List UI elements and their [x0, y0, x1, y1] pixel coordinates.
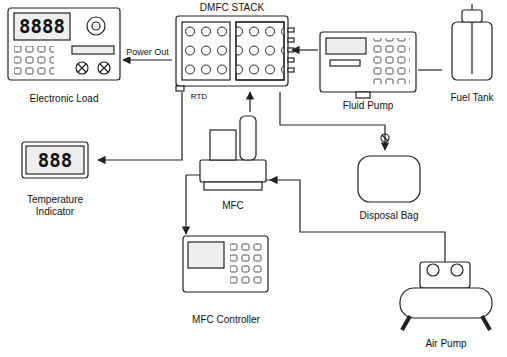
- dmfc-stack-drawing-part: [236, 22, 284, 80]
- flow-connector: [249, 92, 250, 112]
- air-pump: Air Pump: [392, 248, 500, 350]
- mfc-drawing-part: [210, 130, 236, 160]
- fuel-tank: Fuel Tank: [442, 2, 502, 104]
- temperature-indicator-drawing-part: [26, 146, 84, 174]
- mfc-drawing-part: [204, 182, 262, 190]
- fluid-pump-drawing-part: [372, 38, 410, 84]
- sensor-label: RTD: [191, 93, 207, 101]
- air-pump-drawing-part: [420, 262, 470, 288]
- mfc-controller-drawing-part: [183, 236, 268, 292]
- mfc-controller-drawing: [183, 236, 268, 292]
- electronic-load-drawing-part: [78, 64, 108, 72]
- fluid-pump-drawing-part: [320, 32, 416, 92]
- edge-label-box: Power Out: [125, 47, 170, 58]
- display-digits-box: 8888: [14, 13, 70, 40]
- edge-label: Power Out: [125, 47, 170, 57]
- mfc-drawing-part: [240, 116, 256, 160]
- sensor-label-box: RTD: [187, 92, 211, 102]
- electronic-load-drawing-part: [72, 46, 114, 54]
- display-digits-box: 888: [26, 146, 84, 174]
- fluid-pump-drawing: [320, 32, 416, 98]
- device-label: Temperature Indicator: [12, 194, 98, 218]
- device-label: MFC: [220, 200, 246, 212]
- device-label: Electronic Load: [28, 93, 101, 105]
- mfc-drawing-part: [200, 160, 266, 182]
- electronic-load-drawing-part: [92, 22, 100, 30]
- dmfc-stack-drawing-part: [176, 16, 288, 86]
- mfc-controller-drawing-part: [188, 242, 224, 268]
- dmfc-stack-drawing-part: [288, 68, 294, 72]
- dmfc-stack-drawing-part: [288, 58, 294, 62]
- dmfc-stack-drawing-part: [176, 86, 184, 91]
- flow-connector: [123, 59, 172, 60]
- display-digits: 8888: [19, 17, 65, 36]
- dmfc-stack-drawing-part: [182, 22, 230, 80]
- temperature-indicator-drawing: [22, 142, 88, 178]
- electronic-load-drawing-part: [14, 13, 70, 40]
- device-label: Air Pump: [423, 338, 468, 350]
- fuel-tank-drawing-part: [462, 10, 482, 22]
- dmfc-stack-drawing: [176, 16, 294, 91]
- fuel-tank-drawing-part: [471, 4, 472, 74]
- device-label: Fluid Pump: [341, 100, 396, 112]
- fluid-pump-drawing-part: [356, 92, 370, 98]
- fluid-pump-drawing-part: [330, 60, 360, 66]
- fuel-tank-drawing: [452, 4, 492, 80]
- dmfc-stack-drawing-part: [288, 28, 294, 32]
- mfc-controller-drawing-part: [230, 242, 264, 286]
- mass-flow-controller: MFC: [196, 112, 270, 212]
- display-digits: 888: [38, 151, 72, 170]
- flow-connector: [186, 175, 196, 234]
- mfc-drawing: [196, 116, 270, 190]
- mfc-controller: MFC Controller: [180, 234, 272, 326]
- flow-connector: [270, 180, 445, 248]
- dmfc-stack-drawing-part: [288, 38, 294, 42]
- fluid-pump-drawing-part: [326, 38, 366, 54]
- flow-connector: [292, 49, 318, 50]
- air-pump-drawing-part: [444, 248, 445, 262]
- mfc-drawing-part: [196, 175, 270, 180]
- electronic-load-drawing-part: [14, 46, 54, 76]
- air-pump-drawing: [400, 248, 492, 330]
- air-pump-drawing-part: [451, 264, 463, 276]
- disposal-bag-drawing-part: [358, 156, 420, 202]
- temperature-indicator-drawing-part: [22, 142, 88, 178]
- fuel-cell-stack: DMFC STACK: [172, 2, 292, 92]
- device-label: Fuel Tank: [448, 92, 495, 104]
- flow-connector: [418, 69, 442, 70]
- device-label: Disposal Bag: [358, 210, 421, 222]
- dmfc-stack-drawing-part: [236, 22, 284, 80]
- electronic-load-drawing: [8, 8, 120, 80]
- air-pump-drawing-part: [427, 264, 439, 276]
- disposal-bag: Disposal Bag: [350, 150, 428, 222]
- electronic-load-drawing-part: [87, 17, 105, 35]
- flow-connector: [98, 92, 182, 160]
- device-label: MFC Controller: [190, 314, 262, 326]
- disposal-bag-drawing: [358, 134, 420, 202]
- device-label: DMFC STACK: [198, 2, 266, 14]
- electronic-load-drawing-part: [8, 8, 120, 80]
- air-pump-drawing-part: [402, 316, 490, 330]
- fluid-pump: Fluid Pump: [318, 30, 418, 112]
- air-pump-drawing-part: [400, 288, 492, 318]
